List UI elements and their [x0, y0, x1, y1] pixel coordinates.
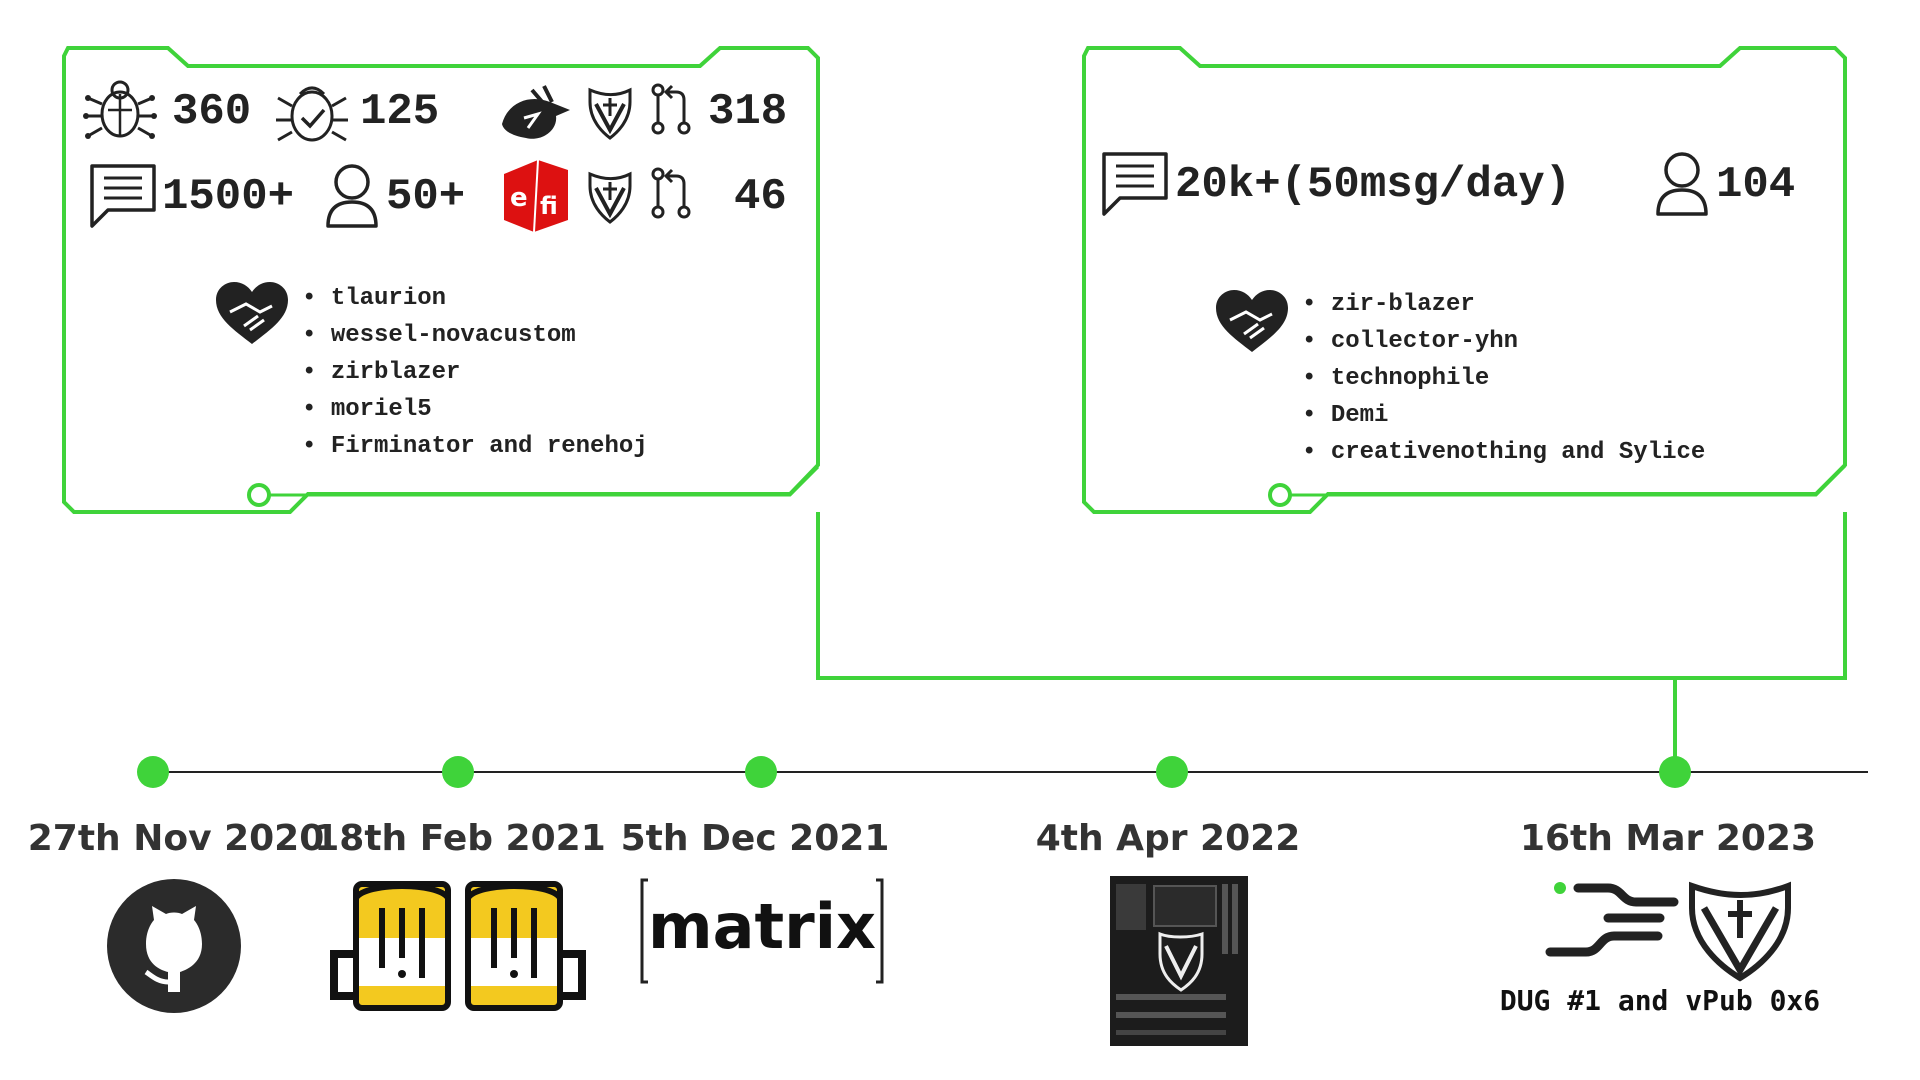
timeline-dot	[137, 756, 169, 788]
contributor-name: Firminator and renehoj	[331, 433, 648, 460]
list-item: • creativenothing and Sylice	[1302, 439, 1705, 466]
contributor-name: tlaurion	[331, 285, 446, 312]
left-card-frame	[62, 46, 820, 514]
timeline: 27th Nov 2020 18th Feb 2021 5th Dec 2021…	[28, 756, 1868, 1046]
timeline-dot	[1156, 756, 1188, 788]
shield-icon	[588, 172, 632, 224]
user-icon	[326, 164, 378, 228]
github-icon	[107, 879, 241, 1013]
matrix-logo-text: matrix	[648, 890, 876, 963]
stat-messages-value: 1500+	[162, 172, 294, 222]
left-stats-card: 360 125 318 1500+ 50+ e fi 46	[62, 46, 820, 514]
dug-vpub-icon	[1545, 881, 1791, 982]
list-item: • collector-yhn	[1302, 328, 1518, 355]
contributor-name: collector-yhn	[1331, 328, 1518, 355]
users-value: 104	[1716, 160, 1795, 210]
motherboard-icon	[1110, 876, 1248, 1046]
shield-icon	[588, 88, 632, 140]
right-stats-card: 20k+(50msg/day) 104 • zir-blazer • colle…	[1082, 46, 1847, 514]
dug-vpub-caption: DUG #1 and vPub 0x6	[1500, 984, 1820, 1017]
contributor-name: creativenothing and Sylice	[1331, 439, 1705, 466]
messages-value: 20k+(50msg/day)	[1175, 160, 1571, 210]
contributor-name: moriel5	[331, 396, 432, 423]
handshake-heart-icon	[214, 280, 290, 346]
date-label: 27th Nov 2020	[28, 818, 325, 859]
svg-text:e: e	[510, 183, 528, 213]
contributor-name: wessel-novacustom	[331, 322, 576, 349]
list-item: • Firminator and renehoj	[302, 433, 648, 460]
right-card-frame	[1082, 46, 1847, 514]
contributor-name: Demi	[1331, 402, 1389, 429]
contributor-name: zir-blazer	[1331, 291, 1475, 318]
user-icon	[1656, 152, 1708, 216]
pull-request-icon	[651, 167, 691, 219]
contributor-name: zirblazer	[331, 359, 461, 386]
contributor-name: technophile	[1331, 365, 1489, 392]
matrix-logo: matrix	[640, 878, 884, 984]
coreboot-icon	[502, 85, 570, 139]
timeline-dot	[745, 756, 777, 788]
beer-mugs-icon	[330, 881, 586, 1011]
stat-bugs-value: 360	[172, 87, 251, 137]
left-card-inner-line	[270, 465, 820, 497]
list-item: • wessel-novacustom	[302, 322, 576, 349]
contributors-list: • zir-blazer • collector-yhn • technophi…	[1302, 291, 1705, 466]
stat-users-value: 50+	[386, 172, 465, 222]
stat-pull-requests-2-value: 46	[734, 172, 787, 222]
date-label: 18th Feb 2021	[314, 818, 606, 859]
timeline-dot	[1659, 756, 1691, 788]
list-item: • technophile	[1302, 365, 1489, 392]
stat-pull-requests-value: 318	[708, 87, 787, 137]
pull-request-icon	[651, 83, 691, 135]
chat-icon	[90, 164, 156, 228]
contributors-list: • tlaurion • wessel-novacustom • zirblaz…	[302, 285, 648, 460]
svg-text:fi: fi	[540, 192, 558, 220]
bug-fixed-icon	[276, 86, 348, 142]
list-item: • tlaurion	[302, 285, 446, 312]
bug-icon	[83, 80, 157, 139]
right-card-inner-line	[1290, 464, 1847, 497]
list-item: • Demi	[1302, 402, 1388, 429]
handshake-heart-icon	[1214, 288, 1290, 354]
timeline-dot	[442, 756, 474, 788]
right-card-node	[1268, 483, 1292, 507]
list-item: • moriel5	[302, 396, 432, 423]
date-label: 4th Apr 2022	[1036, 818, 1301, 859]
date-label: 16th Mar 2023	[1520, 818, 1816, 859]
stat-fixed-value: 125	[360, 87, 439, 137]
chat-icon	[1102, 152, 1168, 216]
uefi-icon: e fi	[504, 159, 568, 233]
list-item: • zir-blazer	[1302, 291, 1475, 318]
left-card-node	[247, 483, 271, 507]
date-label: 5th Dec 2021	[621, 818, 890, 859]
connector-line	[816, 512, 1847, 680]
list-item: • zirblazer	[302, 359, 460, 386]
